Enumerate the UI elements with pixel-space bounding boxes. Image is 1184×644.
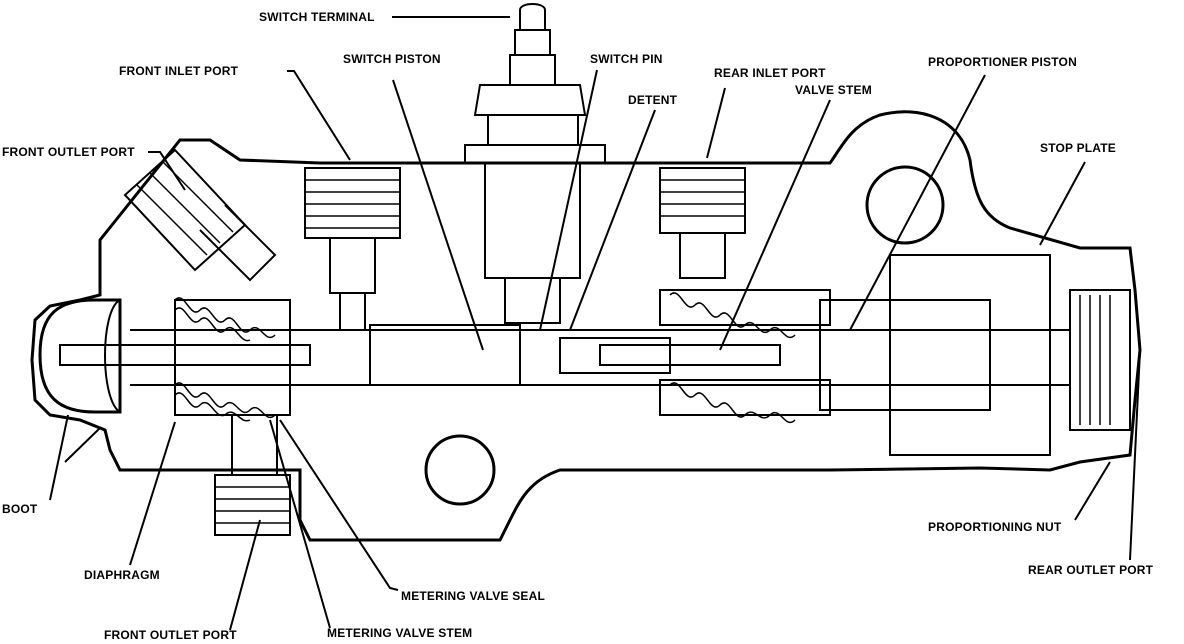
label-valve-stem: VALVE STEM bbox=[795, 83, 872, 97]
switch-piston-body bbox=[369, 324, 521, 386]
front-outlet-port-bottom-threads bbox=[214, 414, 291, 536]
label-front-outlet-port-bottom: FRONT OUTLET PORT bbox=[104, 628, 237, 642]
front-outlet-port-top-threads bbox=[123, 148, 277, 282]
rear-outlet-port-threads bbox=[1069, 289, 1131, 431]
label-metering-valve-stem: METERING VALVE STEM bbox=[327, 626, 473, 640]
valve-body-outline bbox=[30, 110, 1142, 542]
switch-terminal-assembly bbox=[464, 3, 606, 324]
proportioner-assembly bbox=[559, 289, 1071, 423]
rear-inlet-port-threads bbox=[659, 167, 746, 279]
metering-spring-top bbox=[174, 297, 276, 342]
label-metering-valve-seal: METERING VALVE SEAL bbox=[401, 589, 546, 603]
leader-lines bbox=[49, 16, 1141, 631]
label-switch-piston: SWITCH PISTON bbox=[343, 52, 441, 66]
label-front-inlet-port: FRONT INLET PORT bbox=[119, 64, 239, 78]
label-rear-inlet-port: REAR INLET PORT bbox=[714, 66, 826, 80]
label-proportioning-nut: PROPORTIONING NUT bbox=[928, 520, 1062, 534]
label-stop-plate: STOP PLATE bbox=[1040, 141, 1117, 155]
metering-stem-rod bbox=[59, 344, 311, 366]
label-proportioner-piston: PROPORTIONER PISTON bbox=[928, 55, 1077, 69]
label-switch-pin: SWITCH PIN bbox=[590, 52, 663, 66]
boot-shape bbox=[38, 298, 122, 414]
label-front-outlet-port-top: FRONT OUTLET PORT bbox=[2, 145, 135, 159]
front-inlet-port-threads bbox=[304, 167, 401, 331]
label-diaphragm: DIAPHRAGM bbox=[84, 568, 160, 582]
mounting-hole-top bbox=[865, 165, 945, 245]
metering-valve-housing bbox=[174, 299, 291, 416]
diaphragm-shape bbox=[104, 299, 121, 413]
label-boot: BOOT bbox=[2, 502, 38, 516]
label-detent: DETENT bbox=[628, 93, 678, 107]
mounting-hole-bottom bbox=[424, 434, 496, 506]
central-bore bbox=[130, 329, 1000, 386]
label-switch-terminal: SWITCH TERMINAL bbox=[259, 10, 375, 24]
proportioning-nut-body bbox=[889, 254, 1051, 456]
label-rear-outlet-port: REAR OUTLET PORT bbox=[1028, 563, 1154, 577]
